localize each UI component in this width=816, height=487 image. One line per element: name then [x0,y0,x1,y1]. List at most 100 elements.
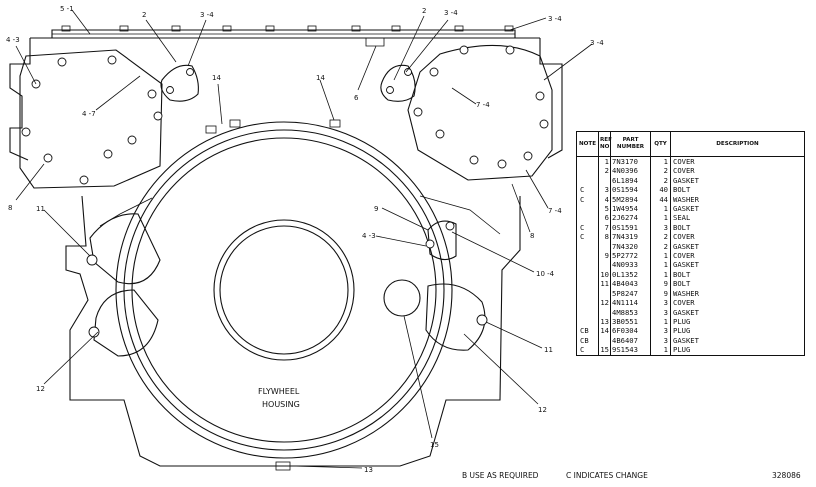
cell-qty: 9 [650,279,671,289]
callout-4-3-topleft: 4 -3 [6,36,20,44]
cell-ref: 9 [598,251,611,261]
cell-note [576,307,599,317]
cell-ref: 11 [598,279,611,289]
callout-2-right: 2 [422,7,426,15]
cell-ref: 14 [598,326,611,336]
cell-qty: 1 [650,260,671,270]
callout-7-4-upper: 7 -4 [476,101,490,109]
top-plugs [205,119,341,134]
cell-desc: BOLT [670,185,805,195]
callout-3-4-left: 3 -4 [200,11,214,19]
top-gasket-strip [30,25,540,47]
cell-desc: COVER [670,166,805,176]
drawing-number: 328086 [772,471,801,480]
callout-12-left: 12 [36,385,45,393]
cell-ref: 15 [598,345,611,356]
upper-left-cover [19,49,163,189]
callout-11-right: 11 [544,346,553,354]
cell-qty: 1 [650,269,671,280]
cell-part: 4B6407 [610,335,651,346]
cell-note: C [576,345,599,356]
cell-qty: 3 [650,335,671,346]
cell-note [576,204,599,214]
cell-desc: PLUG [670,326,805,336]
cell-part: 4N0933 [610,260,651,270]
callout-4-7: 4 -7 [82,110,96,118]
housing-label-line2: HOUSING [262,400,300,409]
cell-note: CB [576,335,599,346]
cell-note [576,175,599,186]
callout-2-left: 2 [142,11,146,19]
cell-part: 0S1594 [610,185,651,195]
cell-qty: 44 [650,194,671,205]
cell-desc: BOLT [670,222,805,233]
callout-15: 15 [430,441,439,449]
callout-3-4-right-a: 3 -4 [444,9,458,17]
leader-lines [15,9,593,469]
cell-part: 7N4320 [610,241,651,252]
header-part: PART NUMBER [610,131,651,157]
cell-desc: GASKET [670,335,805,346]
upper-left-small-cover [160,64,199,102]
cell-qty: 3 [650,326,671,336]
cell-desc: GASKET [670,307,805,317]
left-inspection-covers [86,213,161,357]
callout-12-right: 12 [538,406,547,414]
callout-5-1: 5 -1 [60,5,74,13]
cell-part: 5P8247 [610,288,651,299]
cell-ref: 7 [598,222,611,233]
cell-ref [598,335,611,346]
cell-desc: GASKET [670,175,805,186]
cell-qty: 3 [650,298,671,308]
cell-desc: GASKET [670,241,805,252]
cell-part: 3B0551 [610,316,651,327]
table-header-row: NOTE REF NO PART NUMBER QTY DESCRIPTION [576,131,805,157]
callout-9: 9 [374,205,378,213]
legend-indicates-change: C INDICATES CHANGE [566,471,648,480]
cell-ref: 1 [598,156,611,167]
callout-8-left: 8 [8,204,12,212]
right-inspection-covers [383,220,488,351]
cell-part: 0L1352 [610,269,651,280]
cell-note: CB [576,326,599,336]
cell-note [576,156,599,167]
cell-note [576,298,599,308]
callout-13: 13 [364,466,373,474]
cell-ref: 8 [598,232,611,242]
cell-part: 7N3170 [610,156,651,167]
legend-use-as-required: B USE AS REQUIRED [462,471,539,480]
upper-right-small-cover [380,64,416,102]
cell-qty: 2 [650,241,671,252]
cell-qty: 1 [650,316,671,327]
cell-note [576,241,599,252]
cell-ref [598,175,611,186]
cell-desc: WASHER [670,288,805,299]
cell-qty: 3 [650,307,671,317]
cell-note: C [576,185,599,195]
upper-right-cover [407,44,553,181]
flywheel-rings [115,121,453,459]
cell-ref: 6 [598,213,611,223]
cell-note [576,260,599,270]
header-desc: DESCRIPTION [670,131,805,157]
callout-14-left: 14 [212,74,221,82]
cell-note [576,213,599,223]
cell-note [576,166,599,176]
bottom-plug [275,461,291,471]
cell-ref [598,241,611,252]
callout-4-3-mid: 4 -3 [362,232,376,240]
cell-desc: COVER [670,156,805,167]
callout-7-4-lower: 7 -4 [548,207,562,215]
cell-note [576,251,599,261]
